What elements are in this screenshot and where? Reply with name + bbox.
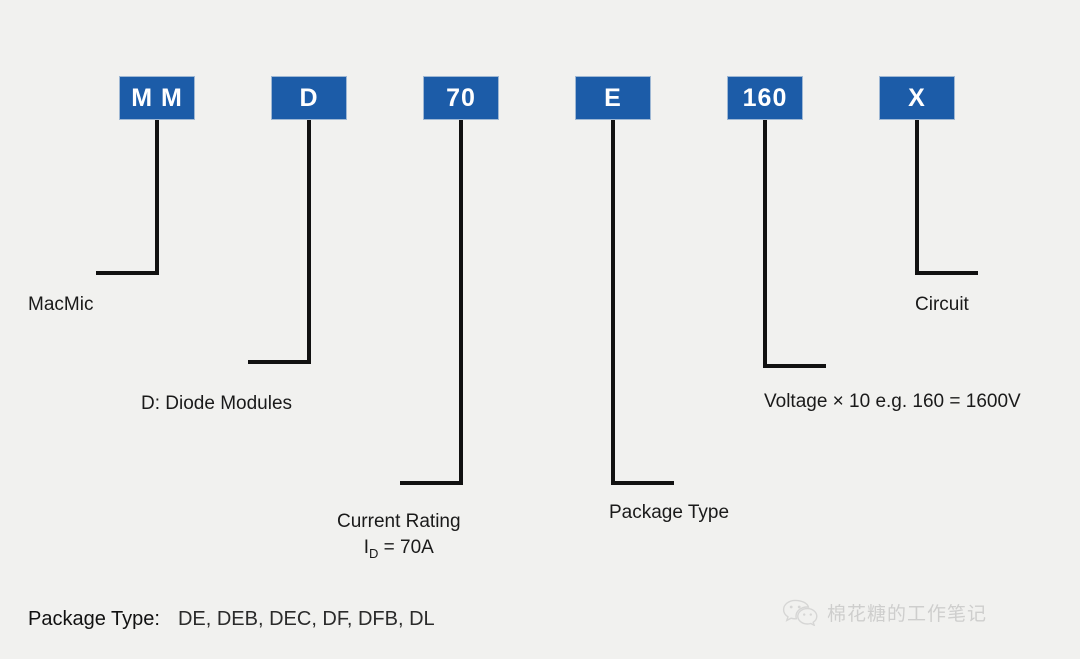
code-box-package: E (575, 76, 651, 120)
current-symbol-subscript: D (368, 545, 379, 561)
watermark-text: 棉花糖的工作笔记 (827, 603, 988, 625)
code-box-current: 70 (423, 76, 499, 120)
callout-text: Package Type (609, 502, 730, 523)
code-box-label: E (604, 83, 622, 112)
code-box-diode: D (271, 76, 347, 120)
code-box-label: D (299, 83, 319, 112)
callout-current-rating: Current Rating ID = 70A (337, 509, 461, 562)
package-type-legend: Package Type: DE, DEB, DEC, DF, DFB, DL (28, 608, 435, 631)
callout-circuit: Circuit (915, 292, 969, 318)
code-box-label: 160 (742, 83, 788, 112)
callout-text: D: Diode Modules (141, 393, 293, 414)
legend-values: DE, DEB, DEC, DF, DFB, DL (177, 608, 435, 630)
callout-text: MacMic (28, 294, 94, 315)
callout-diode-modules: D: Diode Modules (141, 391, 292, 417)
callout-text: Circuit (915, 294, 969, 315)
callout-voltage: Voltage × 10 e.g. 160 = 1600V (764, 389, 1021, 415)
legend-label: Package Type: (28, 608, 160, 630)
code-box-label: M M (131, 83, 183, 112)
callout-macmic: MacMic (28, 292, 93, 318)
code-box-label: 70 (446, 83, 476, 112)
callout-text: Voltage × 10 e.g. 160 = 1600V (764, 391, 1021, 412)
code-box-circuit: X (879, 76, 955, 120)
code-box-label: X (908, 83, 926, 112)
code-box-voltage: 160 (727, 76, 803, 120)
wechat-icon (782, 598, 818, 626)
callout-package-type: Package Type (609, 500, 729, 526)
code-box-macmic: M M (119, 76, 195, 120)
callout-current-value: ID = 70A (337, 535, 461, 562)
watermark: 棉花糖的工作笔记 (782, 598, 987, 626)
current-value: = 70A (378, 536, 434, 558)
callout-text: Current Rating (337, 511, 461, 532)
current-symbol: I (363, 536, 369, 558)
